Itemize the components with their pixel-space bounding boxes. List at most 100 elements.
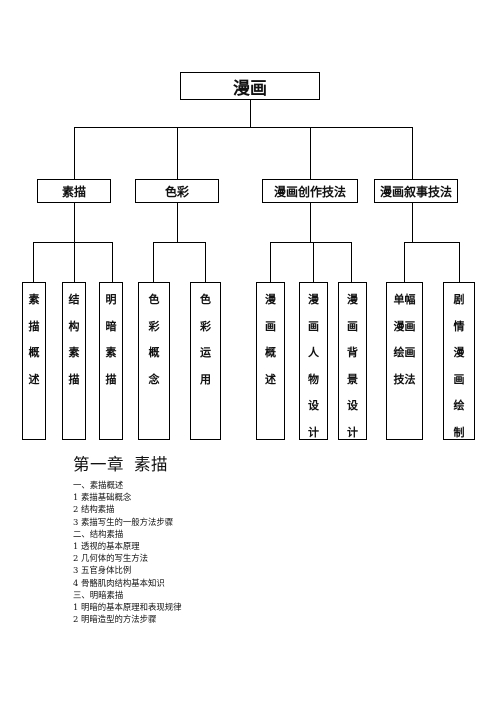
- connector: [310, 127, 311, 179]
- connector: [153, 242, 205, 243]
- leaf-text: 设: [308, 399, 319, 412]
- outline-item: 3 素描写生的一般方法步骤: [73, 516, 174, 527]
- connector: [153, 242, 154, 282]
- leaf-text: 设: [347, 399, 358, 412]
- mind-map-diagram: 漫画 素描 色彩 漫画创作技法 漫画叙事技法 素描概述 结构素描 明暗素描 色彩…: [22, 72, 475, 440]
- connector: [74, 127, 412, 128]
- leaf-text: 述: [28, 372, 40, 386]
- chapter-name: 素描: [134, 455, 168, 474]
- connector: [177, 203, 178, 242]
- outline-item: 1 明暗的基本原理和表现规律: [73, 602, 182, 613]
- leaf-text: 彩: [200, 319, 211, 333]
- leaf-text: 暗: [105, 319, 117, 333]
- outline-item: 4 骨骼肌肉结构基本知识: [73, 577, 165, 588]
- connector: [33, 242, 112, 243]
- category-node-comic-creation: 漫画创作技法: [262, 179, 358, 203]
- leaf-text: 漫: [453, 346, 465, 359]
- leaf-text: 结: [68, 293, 80, 306]
- leaf-text: 画: [347, 319, 358, 333]
- leaf-text: 色: [148, 293, 160, 306]
- connector: [404, 242, 459, 243]
- leaf-text: 素: [105, 346, 117, 359]
- leaf-node-color-usage: 色彩运用: [190, 282, 221, 440]
- leaf-text: 计: [347, 425, 358, 439]
- outline-item: 3 五官身体比例: [73, 565, 132, 576]
- leaf-text: 概: [265, 346, 276, 359]
- leaf-text: 画: [265, 319, 276, 333]
- leaf-text: 素: [68, 346, 80, 359]
- leaf-node-light-shadow-sketch: 明暗素描: [99, 282, 123, 440]
- leaf-node-structural-sketch: 结构素描: [62, 282, 86, 440]
- leaf-node-story-comic-drawing: 剧情漫画绘制: [443, 282, 475, 440]
- leaf-text: 构: [68, 319, 80, 333]
- leaf-text: 素: [28, 293, 40, 306]
- connector: [412, 203, 413, 242]
- connector: [74, 242, 75, 282]
- leaf-text: 单幅: [393, 293, 416, 306]
- leaf-text: 剧: [453, 293, 465, 306]
- leaf-text: 用: [200, 372, 211, 386]
- leaf-node-comic-overview: 漫画概述: [256, 282, 285, 440]
- leaf-text: 绘: [453, 399, 465, 412]
- leaf-text: 制: [453, 425, 465, 439]
- connector: [310, 203, 311, 242]
- outline-item: 一、素描概述: [73, 480, 124, 490]
- outline-item: 1 素描基础概念: [73, 492, 132, 503]
- leaf-text: 漫画: [393, 319, 416, 333]
- root-node: 漫画: [180, 72, 320, 100]
- connector: [33, 242, 34, 282]
- leaf-text: 背: [347, 346, 358, 359]
- leaf-text: 色: [200, 293, 211, 306]
- outline-item: 2 几何体的写生方法: [73, 553, 148, 564]
- connector: [412, 127, 413, 179]
- leaf-text: 描: [105, 372, 117, 386]
- leaf-node-single-panel-technique: 单幅漫画绘画技法: [386, 282, 423, 440]
- leaf-text: 景: [347, 372, 358, 386]
- outline-item: 2 明暗造型的方法步骤: [73, 614, 157, 625]
- connector: [313, 242, 314, 282]
- connector: [112, 242, 113, 282]
- leaf-text: 概: [148, 346, 160, 359]
- leaf-text: 人: [308, 346, 319, 359]
- leaf-text: 漫: [308, 293, 319, 306]
- leaf-text: 彩: [148, 319, 160, 333]
- connector: [250, 100, 251, 127]
- outline-item: 二、结构素描: [73, 528, 124, 539]
- leaf-text: 物: [308, 372, 319, 386]
- leaf-text: 画: [453, 372, 465, 386]
- connector: [351, 242, 352, 282]
- connector: [74, 203, 75, 242]
- leaf-text: 画: [308, 319, 319, 333]
- leaf-text: 述: [265, 372, 276, 386]
- leaf-node-character-design: 漫画人物设计: [299, 282, 328, 440]
- outline-item: 三、明暗素描: [73, 589, 124, 600]
- leaf-text: 绘画: [393, 346, 416, 359]
- connector: [74, 127, 75, 179]
- chapter-title: 第一章: [73, 455, 124, 474]
- connector: [270, 242, 271, 282]
- leaf-text: 运: [200, 346, 211, 359]
- leaf-node-background-design: 漫画背景设计: [338, 282, 367, 440]
- leaf-text: 技法: [393, 372, 416, 386]
- leaf-text: 漫: [265, 293, 276, 306]
- leaf-node-sketch-overview: 素描概述: [22, 282, 46, 440]
- connector: [270, 242, 351, 243]
- outline-item: 2 结构素描: [73, 504, 115, 515]
- connector: [404, 242, 405, 282]
- category-node-comic-narrative: 漫画叙事技法: [374, 179, 458, 203]
- leaf-text: 概: [28, 346, 40, 359]
- leaf-text: 描: [28, 319, 40, 333]
- connector: [205, 242, 206, 282]
- leaf-node-color-concept: 色彩概念: [138, 282, 170, 440]
- outline-item: 1 透视的基本原理: [73, 541, 140, 552]
- leaf-text: 描: [68, 372, 80, 386]
- leaf-text: 漫: [347, 293, 358, 306]
- leaf-text: 念: [148, 372, 160, 386]
- leaf-text: 计: [308, 425, 319, 439]
- connector: [177, 127, 178, 179]
- category-node-color: 色彩: [135, 179, 219, 203]
- leaf-text: 明: [105, 293, 117, 306]
- category-node-sketch: 素描: [37, 179, 111, 203]
